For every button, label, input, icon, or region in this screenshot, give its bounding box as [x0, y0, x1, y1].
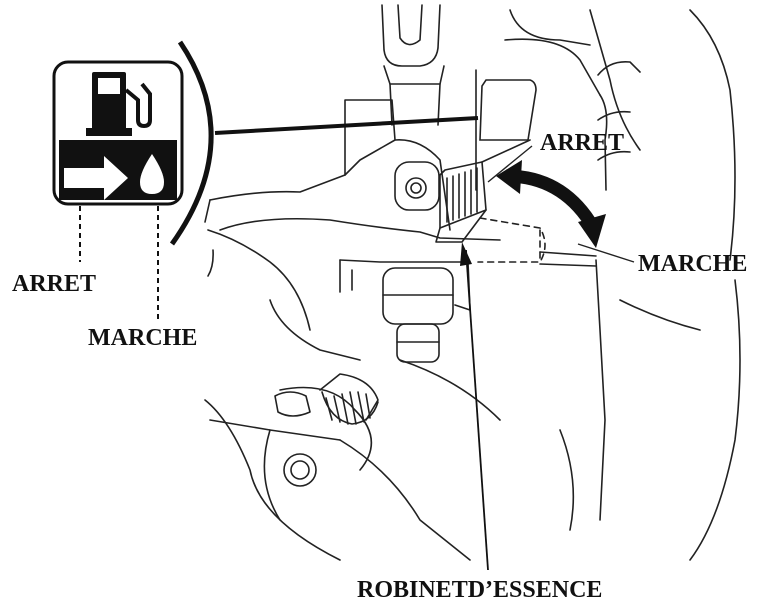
callout-bracket — [169, 40, 214, 246]
mount-bolt — [382, 267, 454, 363]
robinet-arrow — [460, 242, 489, 571]
fuel-valve-symbol-icon — [52, 60, 184, 206]
housing-outline — [204, 38, 601, 241]
curved-double-arrow-icon — [496, 160, 606, 248]
arret-label-top: ARRET — [540, 130, 625, 156]
right-frame — [509, 9, 741, 561]
arret-pointer — [487, 145, 533, 183]
arrow-right-icon — [64, 156, 128, 200]
idle-screw — [274, 373, 379, 425]
carburettor-body — [204, 229, 575, 561]
callout-leader — [214, 116, 479, 135]
marche-label-left: MARCHE — [88, 325, 198, 351]
arret-label-left: ARRET — [12, 271, 97, 297]
fuel-cock-knob — [394, 139, 531, 243]
fuel-drop-icon — [140, 154, 164, 194]
valve-body-dashed — [477, 217, 546, 263]
marche-pointer — [577, 243, 635, 263]
top-bracket — [381, 4, 445, 126]
robinet-label: ROBINETD’ESSENCE — [357, 577, 603, 603]
fuel-pump-icon — [86, 72, 152, 136]
marche-label-right: MARCHE — [638, 251, 748, 277]
valve-symbol-tag — [479, 79, 537, 141]
fuel-line — [539, 251, 597, 267]
